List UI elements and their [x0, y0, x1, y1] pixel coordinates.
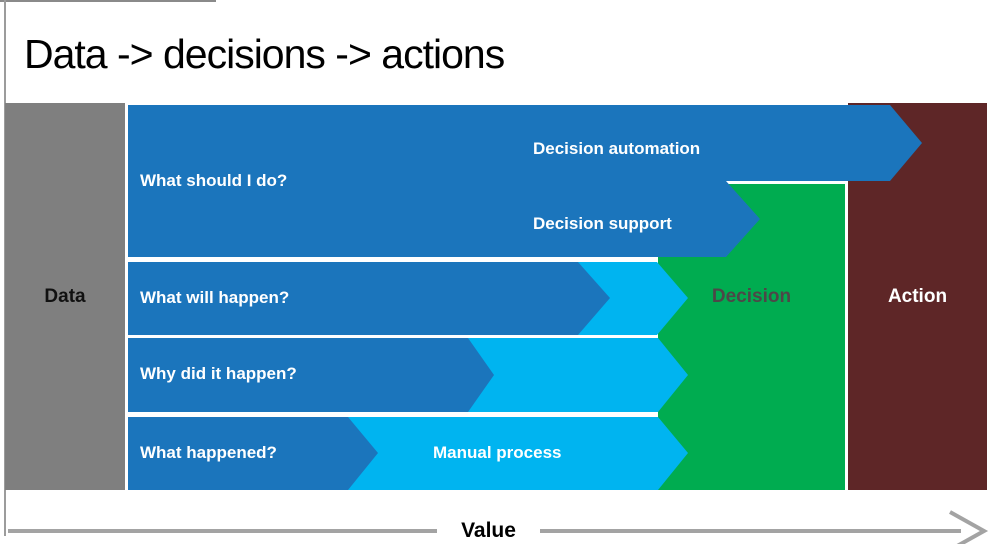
band1-question-label: What should I do?	[140, 171, 288, 190]
decision-support-label: Decision support	[533, 214, 672, 233]
band4-question-label: What happened?	[140, 443, 277, 462]
data-box	[5, 103, 125, 490]
action-box-label: Action	[887, 286, 948, 307]
arrow-what-should-i-do	[128, 105, 922, 257]
arrow-what-happened	[128, 417, 378, 490]
decision-box-label: Decision	[711, 286, 792, 307]
arrow-what-will-happen	[128, 262, 610, 335]
page-title: Data -> decisions -> actions	[24, 31, 505, 78]
decision-automation-label: Decision automation	[533, 139, 701, 158]
value-axis-line-left	[8, 529, 437, 533]
slide-top-border	[0, 0, 216, 2]
data-box-label: Data	[44, 286, 86, 307]
value-axis-line-right	[540, 529, 961, 533]
arrow-why-did-it-happen	[128, 338, 494, 412]
value-axis-label: Value	[461, 519, 516, 542]
band2-question-label: What will happen?	[140, 288, 290, 307]
value-axis-arrowhead-icon	[949, 510, 989, 544]
manual-process-label: Manual process	[433, 443, 562, 462]
band3-question-label: Why did it happen?	[140, 364, 297, 383]
